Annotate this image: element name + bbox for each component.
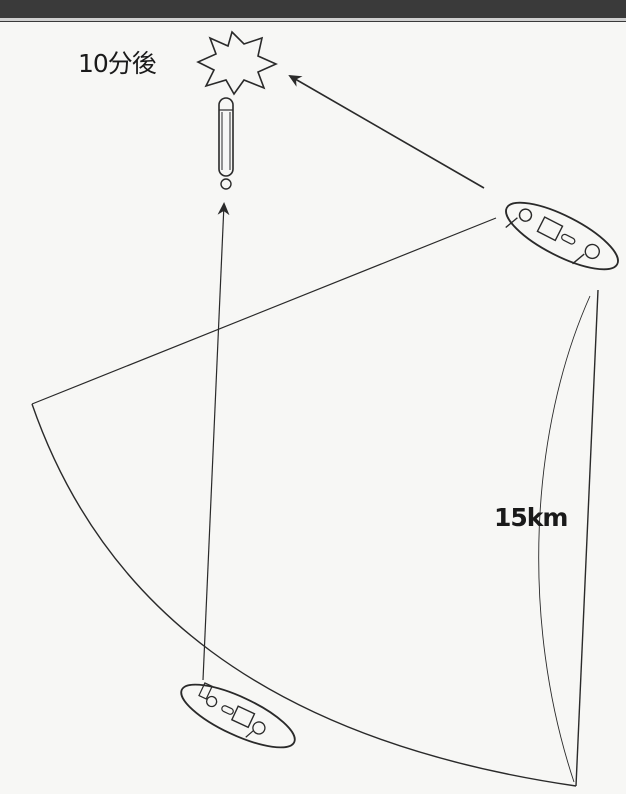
- explosion-icon: [196, 30, 278, 96]
- sector-arc: [31, 403, 577, 787]
- header-rule: [0, 18, 626, 21]
- sector-boundary-right: [575, 289, 599, 787]
- distance-label: 15km: [494, 503, 568, 532]
- sector-boundary-upper: [31, 217, 497, 405]
- time-after-label: 10分後: [78, 49, 157, 78]
- submarine-icon-bottom: [180, 682, 296, 749]
- torpedo-icon: [218, 97, 234, 190]
- attack-path-arrow-right: [288, 75, 485, 189]
- attack-path-arrow-vertical: [202, 202, 230, 681]
- header-band: [0, 0, 626, 22]
- distance-curve: [538, 295, 591, 783]
- submarine-icon: [505, 201, 619, 271]
